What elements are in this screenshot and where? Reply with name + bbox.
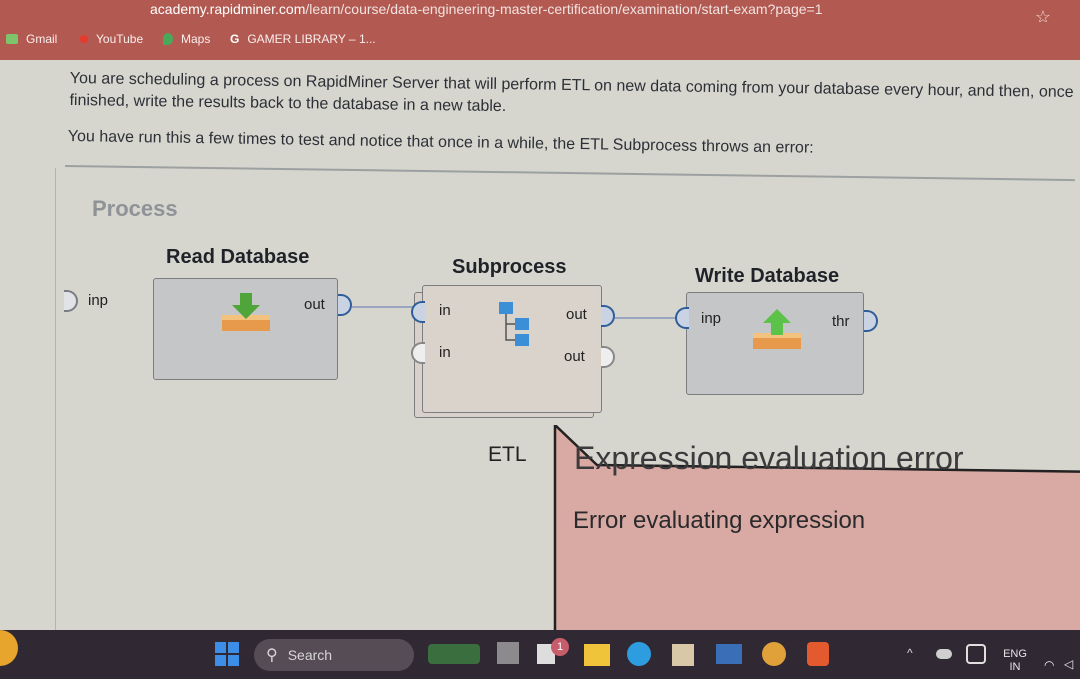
app-icon[interactable] bbox=[716, 644, 742, 664]
gmail-icon bbox=[6, 34, 18, 44]
tray-app-icon[interactable] bbox=[966, 644, 986, 664]
cloud-icon[interactable] bbox=[936, 649, 952, 659]
weather-icon[interactable] bbox=[0, 630, 18, 666]
read-database-icon bbox=[222, 293, 270, 331]
notification-badge: 1 bbox=[551, 638, 569, 656]
question-paragraph-1: You are scheduling a process on RapidMin… bbox=[69, 69, 1074, 116]
connection-wire bbox=[352, 306, 414, 308]
process-input-label: inp bbox=[88, 292, 109, 309]
process-title: Process bbox=[92, 196, 178, 221]
taskbar: ⚲ Search 1 ^ ENG IN ◠ ◁ bbox=[0, 630, 1080, 679]
write-database-title: Write Database bbox=[695, 265, 840, 287]
language-indicator[interactable]: ENG IN bbox=[998, 648, 1032, 674]
frame-border bbox=[55, 168, 56, 630]
bookmark-youtube[interactable]: YouTube bbox=[80, 28, 143, 50]
task-view-icon[interactable] bbox=[497, 642, 519, 664]
tray-chevron-icon[interactable]: ^ bbox=[907, 646, 913, 660]
subprocess-title: Subprocess bbox=[452, 256, 567, 278]
chrome-icon[interactable] bbox=[762, 642, 786, 666]
read-out-port-label: out bbox=[304, 296, 325, 313]
subprocess-in1-label: in bbox=[439, 302, 451, 319]
store-icon[interactable] bbox=[672, 644, 694, 666]
address-bar[interactable]: academy.rapidminer.com/learn/course/data… bbox=[0, 0, 1080, 22]
write-in-port-label: inp bbox=[701, 310, 722, 327]
g-icon: G bbox=[230, 32, 240, 46]
bookmark-label: Maps bbox=[181, 32, 211, 46]
write-out-port-label: thr bbox=[832, 313, 850, 330]
taskbar-search[interactable]: ⚲ Search bbox=[254, 639, 414, 671]
bookmark-maps[interactable]: Maps bbox=[163, 28, 210, 50]
subprocess-in1-port[interactable] bbox=[411, 301, 425, 323]
bookmark-label: GAMER LIBRARY – 1... bbox=[247, 32, 376, 46]
read-database-title: Read Database bbox=[166, 246, 310, 268]
bookmark-label: Gmail bbox=[26, 32, 58, 46]
subprocess-out1-label: out bbox=[566, 306, 587, 323]
connection-wire bbox=[615, 317, 677, 319]
subprocess-icon bbox=[499, 302, 529, 346]
error-callout bbox=[553, 425, 1080, 630]
bookmark-gmail[interactable]: Gmail bbox=[6, 28, 57, 50]
bookmarks-bar: Gmail YouTube Maps G GAMER LIBRARY – 1..… bbox=[0, 22, 1080, 60]
search-label: Search bbox=[287, 647, 333, 663]
read-database-operator[interactable]: out bbox=[153, 278, 338, 380]
bookmark-gamer-library[interactable]: G GAMER LIBRARY – 1... bbox=[230, 28, 376, 50]
url-text[interactable]: academy.rapidminer.com/learn/course/data… bbox=[150, 1, 823, 17]
edge-icon[interactable] bbox=[627, 642, 651, 666]
subprocess-out1-port[interactable] bbox=[601, 305, 615, 327]
read-out-port[interactable] bbox=[338, 294, 352, 316]
speaker-icon[interactable]: ◁ bbox=[1064, 657, 1074, 671]
write-database-icon bbox=[753, 309, 801, 349]
process-input-port bbox=[64, 290, 78, 312]
write-database-operator[interactable]: inp thr bbox=[686, 292, 864, 395]
write-out-port[interactable] bbox=[864, 310, 878, 332]
region-code: IN bbox=[1009, 661, 1021, 673]
youtube-icon bbox=[80, 35, 88, 43]
question-paragraph-2: You have run this a few times to test an… bbox=[67, 128, 814, 157]
write-in-port[interactable] bbox=[675, 307, 689, 329]
language-code: ENG bbox=[1003, 648, 1027, 660]
error-message: Error evaluating expression bbox=[573, 507, 866, 534]
exam-page: You are scheduling a process on RapidMin… bbox=[0, 60, 1080, 630]
teams-icon[interactable] bbox=[537, 644, 555, 664]
wifi-icon[interactable]: ◠ bbox=[1044, 658, 1055, 672]
file-explorer-icon[interactable] bbox=[584, 644, 610, 666]
maps-icon bbox=[163, 33, 173, 45]
divider bbox=[64, 165, 1075, 182]
subprocess-out2-port[interactable] bbox=[601, 346, 615, 368]
brave-icon[interactable] bbox=[807, 642, 829, 666]
windows-start-icon[interactable] bbox=[215, 642, 239, 666]
subprocess-in2-port[interactable] bbox=[411, 342, 425, 364]
error-title: Expression evaluation error bbox=[574, 440, 964, 476]
palm-widget-icon[interactable] bbox=[428, 644, 480, 664]
subprocess-in2-label: in bbox=[439, 344, 451, 361]
subprocess-out2-label: out bbox=[564, 348, 585, 365]
subprocess-annotation: ETL bbox=[488, 443, 527, 466]
subprocess-operator[interactable]: in in out out bbox=[422, 285, 602, 413]
search-icon: ⚲ bbox=[266, 647, 278, 664]
bookmark-label: YouTube bbox=[96, 32, 144, 46]
